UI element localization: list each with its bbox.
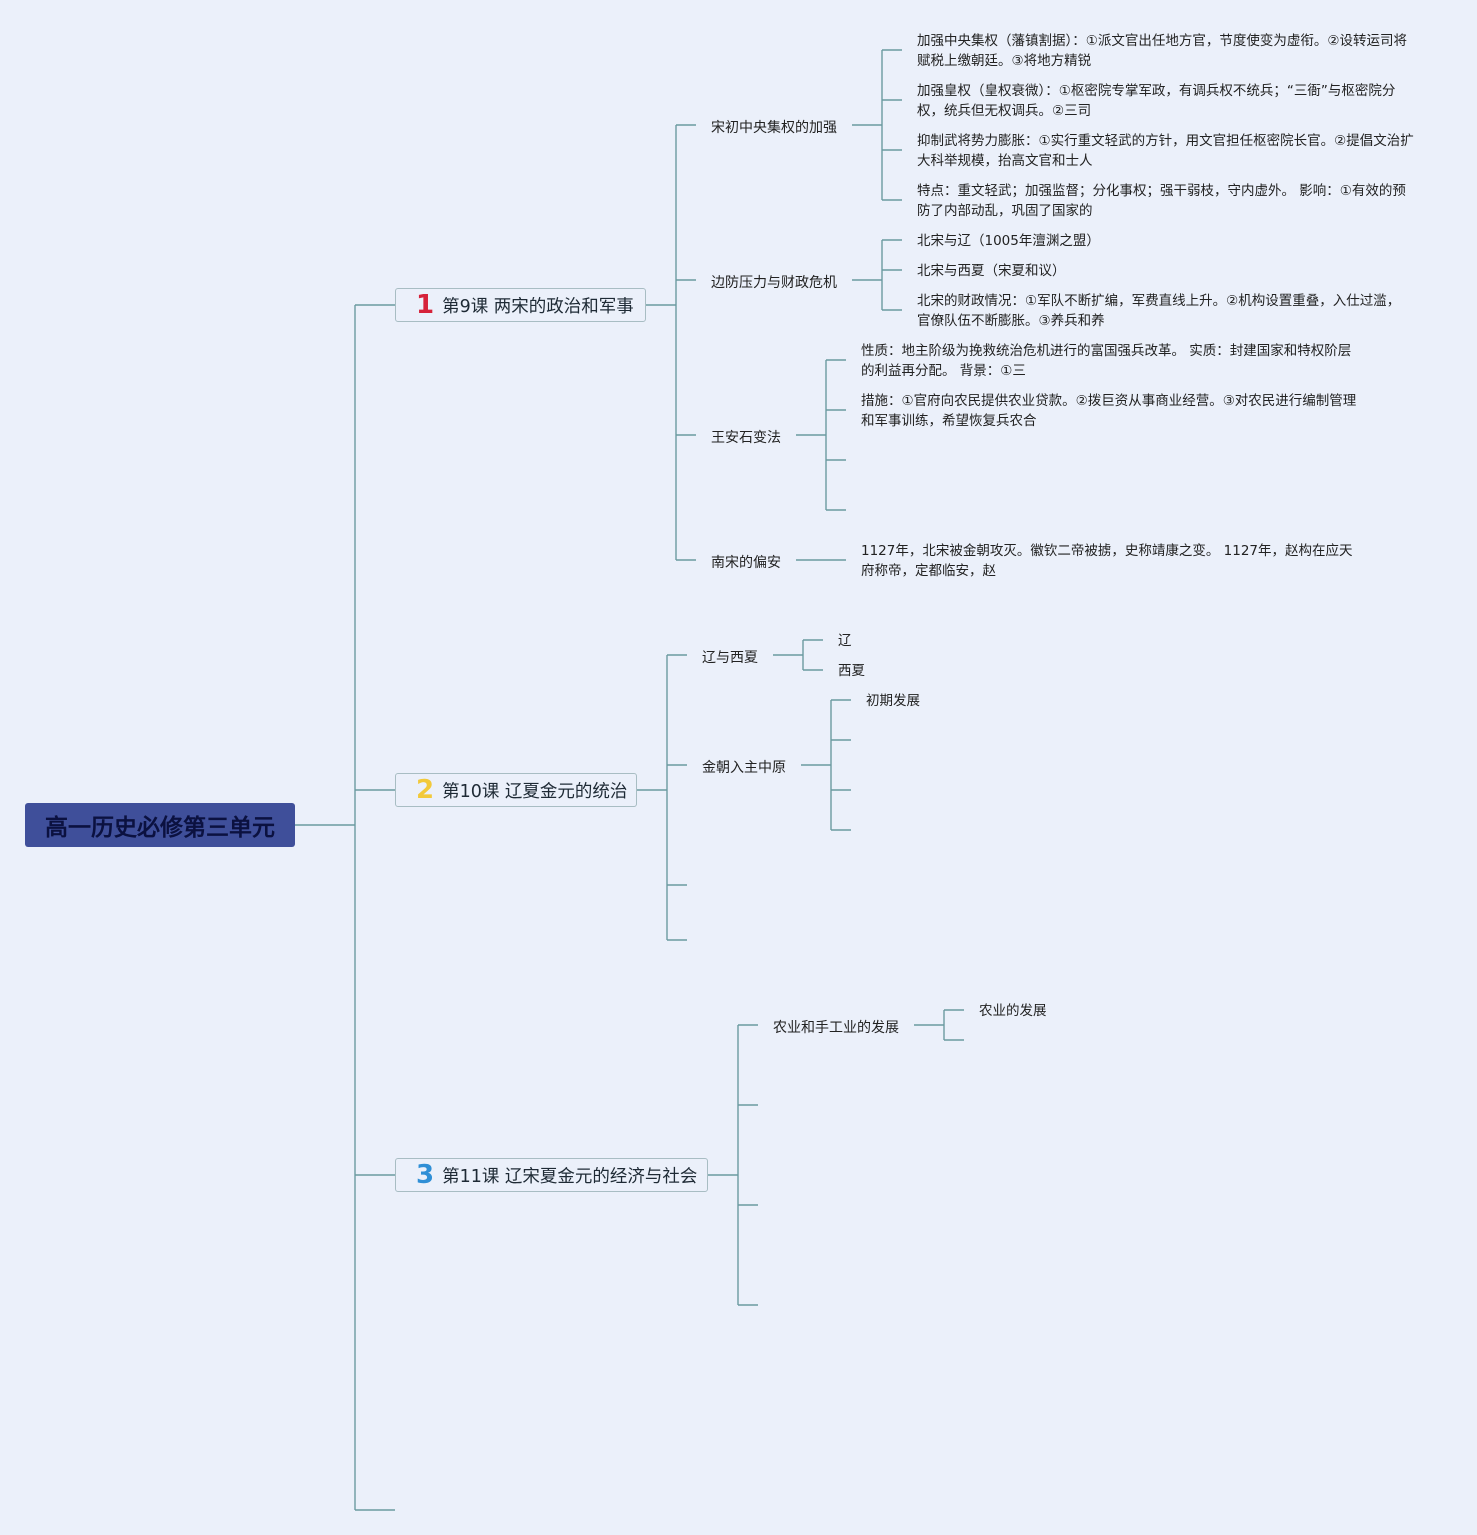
topic-liao-xixia[interactable]: 辽与西夏 <box>702 650 758 666</box>
detail-border-1[interactable]: 北宋与辽（1005年澶渊之盟） <box>917 233 1100 249</box>
topic-central-power[interactable]: 宋初中央集权的加强 <box>711 120 837 136</box>
detail-reform-2[interactable]: 措施：①官府向农民提供农业贷款。②拨巨资从事商业经营。③对农民进行编制管理和军事… <box>861 393 1357 429</box>
detail-southern-song[interactable]: 1127年，北宋被金朝攻灭。徽钦二帝被掳，史称靖康之变。 1127年，赵构在应天… <box>861 543 1353 579</box>
lesson-title: 第10课 辽夏金元的统治 <box>442 781 628 802</box>
detail-early-development[interactable]: 初期发展 <box>866 693 920 709</box>
detail-border-2[interactable]: 北宋与西夏（宋夏和议） <box>917 263 1066 279</box>
lesson-number-badge: 3 <box>416 1160 435 1190</box>
detail-central-power-4[interactable]: 特点：重文轻武；加强监督；分化事权；强干弱枝，守内虚外。 影响：①有效的预防了内… <box>917 183 1406 219</box>
detail-central-power-2[interactable]: 加强皇权（皇权衰微）：①枢密院专掌军政，有调兵权不统兵；“三衙”与枢密院分权，统… <box>917 83 1396 119</box>
topic-southern-song[interactable]: 南宋的偏安 <box>711 555 781 571</box>
lesson-number-badge: 2 <box>416 775 435 805</box>
lesson-9-node[interactable]: 1 第9课 两宋的政治和军事 <box>395 288 646 322</box>
detail-central-power-3[interactable]: 抑制武将势力膨胀：①实行重文轻武的方针，用文官担任枢密院长官。②提倡文治扩大科举… <box>917 133 1414 169</box>
topic-wang-anshi-reform[interactable]: 王安石变法 <box>711 430 781 446</box>
topic-border-finance[interactable]: 边防压力与财政危机 <box>711 275 837 291</box>
topic-agriculture-handicraft[interactable]: 农业和手工业的发展 <box>773 1020 899 1036</box>
detail-agriculture[interactable]: 农业的发展 <box>979 1003 1047 1019</box>
root-topic[interactable]: 高一历史必修第三单元 <box>25 803 295 847</box>
detail-border-3[interactable]: 北宋的财政情况：①军队不断扩编，军费直线上升。②机构设置重叠，入仕过滥，官僚队伍… <box>917 293 1401 329</box>
lesson-number-badge: 1 <box>416 290 435 320</box>
detail-xixia[interactable]: 西夏 <box>838 663 865 679</box>
detail-reform-1[interactable]: 性质：地主阶级为挽救统治危机进行的富国强兵改革。 实质：封建国家和特权阶层的利益… <box>861 343 1352 379</box>
lesson-title: 第9课 两宋的政治和军事 <box>442 296 634 317</box>
topic-jin-dynasty[interactable]: 金朝入主中原 <box>702 760 786 776</box>
detail-liao[interactable]: 辽 <box>838 633 852 649</box>
lesson-10-node[interactable]: 2 第10课 辽夏金元的统治 <box>395 773 637 807</box>
lesson-title: 第11课 辽宋夏金元的经济与社会 <box>442 1166 698 1187</box>
lesson-11-node[interactable]: 3 第11课 辽宋夏金元的经济与社会 <box>395 1158 708 1192</box>
detail-central-power-1[interactable]: 加强中央集权（藩镇割据）：①派文官出任地方官，节度使变为虚衔。②设转运司将赋税上… <box>917 33 1407 69</box>
